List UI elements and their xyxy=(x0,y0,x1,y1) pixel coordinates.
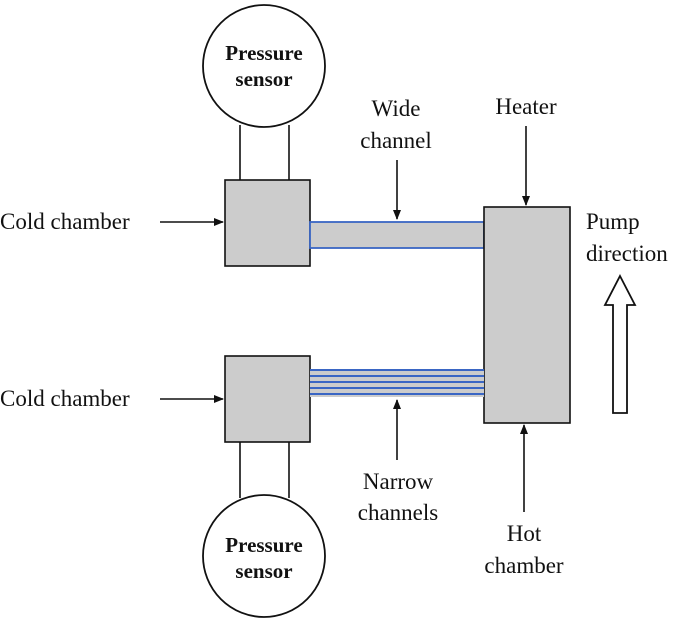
pressure-sensor-bottom-label-1: Pressure xyxy=(225,533,302,557)
sensor-top-connectors xyxy=(239,125,290,180)
pressure-sensor-bottom: Pressure sensor xyxy=(202,494,326,618)
hot-chamber-label-1: Hot xyxy=(507,521,542,546)
pump-direction-arrow-icon xyxy=(603,274,637,414)
pressure-sensor-top-label-1: Pressure xyxy=(225,41,302,65)
narrow-channels-label-1: Narrow xyxy=(363,469,434,494)
cold-chamber-top xyxy=(224,179,311,267)
pump-direction-label-1: Pump xyxy=(586,209,640,234)
wide-channel xyxy=(309,221,485,249)
pump-direction-label-2: direction xyxy=(586,241,668,266)
narrow-channels-label-2: channels xyxy=(358,500,439,525)
hot-chamber-label-2: chamber xyxy=(484,553,564,578)
pressure-sensor-top: Pressure sensor xyxy=(202,4,326,128)
narrow-channels xyxy=(310,369,484,397)
heater-label: Heater xyxy=(495,94,557,119)
pressure-sensor-bottom-label-2: sensor xyxy=(235,559,292,583)
cold-chamber-top-label: Cold chamber xyxy=(0,209,130,234)
pressure-sensor-top-label-2: sensor xyxy=(235,67,292,91)
sensor-bottom-connectors xyxy=(239,442,290,498)
wide-channel-label-2: channel xyxy=(360,128,432,153)
cold-chamber-bottom xyxy=(224,355,311,443)
hot-chamber xyxy=(483,206,571,424)
wide-channel-label-1: Wide xyxy=(372,96,421,121)
cold-chamber-bottom-label: Cold chamber xyxy=(0,386,130,411)
